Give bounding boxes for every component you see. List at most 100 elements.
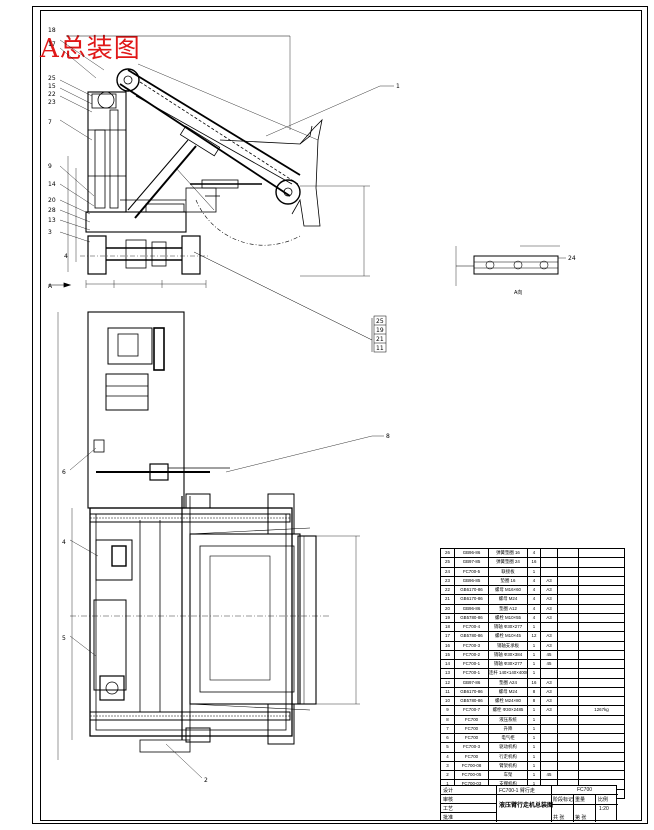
callout-top-6: 7 bbox=[48, 119, 52, 126]
bom-cell bbox=[557, 705, 579, 716]
bom-cell: 4 bbox=[527, 547, 541, 559]
bom-cell: 弹簧垫圈 24 bbox=[488, 557, 528, 568]
bom-cell: 4 bbox=[527, 603, 541, 614]
callout-stack-2: 21 bbox=[376, 336, 384, 343]
callout-right-top: 1 bbox=[396, 83, 400, 90]
bom-cell: GB6170-86 bbox=[454, 686, 489, 698]
bom-cell bbox=[540, 557, 558, 568]
bom-cell: A3 bbox=[540, 640, 558, 651]
bom-cell: 连杆 140×140×4000 bbox=[488, 668, 528, 679]
bom-cell: 1 bbox=[527, 732, 541, 744]
bom-cell bbox=[578, 723, 625, 735]
bom-cell: GB97-86 bbox=[454, 677, 489, 688]
bom-cell: FC700-1 bbox=[454, 658, 489, 670]
bom-cell: A3 bbox=[540, 612, 558, 624]
bom-cell bbox=[557, 649, 579, 661]
bom-cell: FC700-3 bbox=[454, 742, 489, 753]
tb-row-label-2: 工艺 bbox=[443, 806, 454, 812]
bom-cell bbox=[540, 723, 558, 735]
bom-cell: 1 bbox=[527, 668, 541, 679]
bom-cell bbox=[540, 732, 558, 744]
bom-cell: 1 bbox=[527, 649, 541, 661]
bom-cell: 5 bbox=[440, 742, 455, 753]
bom-cell: GB5780-86 bbox=[454, 631, 489, 642]
bom-cell bbox=[578, 668, 625, 679]
bom-cell: 13 bbox=[440, 668, 455, 679]
bom-cell: 22 bbox=[440, 584, 455, 596]
bom-cell: 9 bbox=[440, 705, 455, 716]
bom-cell: 螺栓 M24×80 bbox=[488, 695, 528, 707]
bom-cell: 1 bbox=[527, 751, 541, 762]
bom-cell bbox=[557, 714, 579, 725]
bom-cell bbox=[578, 594, 625, 605]
bom-cell: 8 bbox=[527, 686, 541, 698]
bom-cell: FC700-7 bbox=[454, 705, 489, 716]
bom-cell: 2 bbox=[440, 769, 455, 781]
bom-cell bbox=[557, 566, 579, 577]
bom-cell: A3 bbox=[540, 695, 558, 707]
bom-cell bbox=[557, 575, 579, 587]
inner-border bbox=[40, 10, 642, 821]
bom-cell bbox=[557, 612, 579, 624]
bom-cell: 1 bbox=[527, 621, 541, 633]
bom-cell: 12 bbox=[527, 631, 541, 642]
bom-cell: 1 bbox=[527, 566, 541, 577]
bom-cell: 1 bbox=[527, 705, 541, 716]
bom-cell bbox=[557, 658, 579, 670]
bom-cell: FC700-4 bbox=[454, 621, 489, 633]
bom-cell bbox=[557, 668, 579, 679]
bom-cell: 6 bbox=[440, 732, 455, 744]
section-callout: 24 bbox=[568, 255, 576, 262]
bom-cell bbox=[557, 621, 579, 633]
tb-scale-label: 比例 bbox=[598, 797, 609, 803]
bom-cell: A3 bbox=[540, 677, 558, 688]
bom-cell: 18 bbox=[440, 621, 455, 633]
bom-cell: 螺母 M16×60 bbox=[488, 584, 528, 596]
bom-cell: 7 bbox=[440, 723, 455, 735]
bom-cell bbox=[557, 723, 579, 735]
bom-cell bbox=[540, 621, 558, 633]
bom-cell bbox=[557, 760, 579, 772]
callout-top-10: 28 bbox=[48, 207, 56, 214]
callout-labels: 18 17 25 15 22 23 7 9 14 20 28 13 3 4 1 … bbox=[48, 27, 576, 784]
bom-cell: 电气柜 bbox=[488, 732, 528, 744]
bom-cell bbox=[540, 714, 558, 725]
bom-cell: 螺栓 M10×55 bbox=[488, 612, 528, 624]
bom-cell: 23 bbox=[440, 575, 455, 587]
callout-top-3: 15 bbox=[48, 83, 56, 90]
bom-cell bbox=[540, 751, 558, 762]
bom-cell: GB96-86 bbox=[454, 603, 489, 614]
bom-cell: 销轴支承板 bbox=[488, 640, 528, 651]
bom-cell bbox=[578, 621, 625, 633]
bom-cell: 3 bbox=[440, 760, 455, 772]
bom-cell bbox=[557, 677, 579, 688]
callout-top-8: 14 bbox=[48, 181, 56, 188]
bom-cell bbox=[578, 686, 625, 698]
callout-top-11: 13 bbox=[48, 217, 56, 224]
bom-cell: A3 bbox=[540, 594, 558, 605]
drawing-title: A总装图 bbox=[40, 34, 141, 64]
bom-cell: A3 bbox=[540, 575, 558, 587]
bom-cell: FC700-3 bbox=[454, 640, 489, 651]
bom-cell: 弹簧垫圈 16 bbox=[488, 547, 528, 559]
bom-cell: 垫圈 A24 bbox=[488, 677, 528, 688]
callout-plan-right: 8 bbox=[386, 433, 390, 440]
callout-top-1: 17 bbox=[48, 41, 56, 48]
bom-cell bbox=[540, 668, 558, 679]
bom-cell bbox=[540, 547, 558, 559]
bom-cell: 16 bbox=[527, 677, 541, 688]
bom-cell bbox=[557, 751, 579, 762]
bom-cell: 行走机构 bbox=[488, 751, 528, 762]
bom-cell bbox=[557, 603, 579, 614]
bom-cell: 21 bbox=[440, 594, 455, 605]
